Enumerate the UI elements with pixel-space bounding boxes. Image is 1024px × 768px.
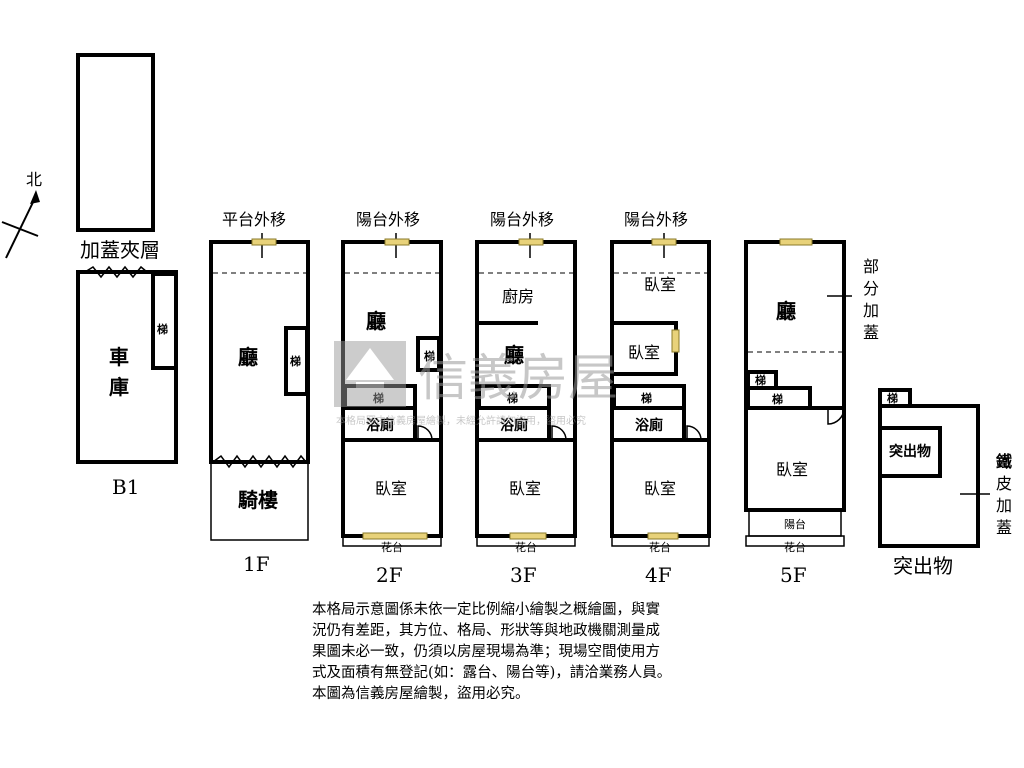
f5-plan: 廳 梯 梯 臥室 陽台 花台 部 分 加 蓋 5F	[744, 238, 879, 587]
roof-plan: 梯 突出物 鐵 皮 加 蓋 突出物	[878, 388, 1012, 578]
note-line-1: 本格局示意圖係未依一定比例縮小繪製之概繪圖，與實	[312, 602, 660, 618]
disclaimer-note: 本格局示意圖係未依一定比例縮小繪製之概繪圖，與實 況仍有差距，其方位、格局、形狀…	[312, 600, 772, 705]
f4-caption: 4F	[645, 563, 672, 587]
mezzanine-label: 加蓋夾層	[80, 238, 160, 262]
f5-bedroom-label: 臥室	[776, 460, 808, 479]
roof-stair-label: 梯	[887, 391, 898, 405]
f2-stair-label-1: 梯	[424, 349, 435, 363]
f5-caption: 5F	[780, 563, 807, 587]
watermark-brand: 信義房屋	[418, 349, 618, 407]
roof-side-2: 皮	[996, 474, 1012, 493]
f3-hall-label: 廳	[504, 343, 524, 367]
f5-flower-label: 花台	[784, 540, 806, 554]
f4-plan: 陽台外移 臥室 臥室 梯 浴廁 臥室 花台 4F	[610, 210, 711, 587]
f4-bedroom-top-label: 臥室	[644, 275, 676, 294]
watermark: 信義房屋 本格局圖由信義房屋繪製，未經允許請勿盜用，盜用必究	[334, 341, 618, 427]
b1-plan: 梯 車 庫 B1	[76, 265, 178, 499]
f5-side-1: 部	[863, 257, 879, 276]
f4-bath-label: 浴廁	[635, 417, 663, 434]
f2-caption: 2F	[376, 563, 403, 587]
north-arrow-icon	[30, 190, 40, 204]
f1-top-label: 平台外移	[222, 210, 286, 229]
note-line-3: 果圖未必一致，仍須以房屋現場為準；現場空間使用方	[312, 644, 660, 660]
f4-stair-label: 梯	[641, 391, 652, 405]
f1-hall-label: 廳	[238, 345, 258, 369]
roof-side-3: 加	[996, 496, 1012, 515]
f2-hall-label: 廳	[366, 309, 386, 333]
f3-top-label: 陽台外移	[490, 210, 554, 229]
f2-top-label: 陽台外移	[356, 210, 420, 229]
f2-bath-label: 浴廁	[366, 417, 394, 434]
f3-plan: 陽台外移 廚房 廳 梯 浴廁 臥室 花台 3F	[475, 210, 577, 587]
f4-bedroom-mid-label: 臥室	[628, 343, 660, 362]
f3-bedroom-label: 臥室	[509, 479, 541, 498]
f1-plan: 平台外移 梯 廳 騎樓 1F	[209, 210, 310, 576]
roof-side-1: 鐵	[996, 452, 1012, 471]
f5-side-4: 蓋	[863, 323, 879, 342]
b1-garage-label-2: 庫	[109, 375, 129, 399]
roof-caption: 突出物	[893, 554, 953, 578]
roof-inner-label: 突出物	[889, 443, 931, 460]
note-line-4: 式及面積有無登記(如：露台、陽台等)，請洽業務人員。	[312, 665, 672, 681]
f4-top-label: 陽台外移	[624, 210, 688, 229]
f5-stair-label-1: 梯	[755, 373, 766, 387]
mezzanine-plan: 加蓋夾層	[76, 53, 160, 262]
compass-label: 北	[26, 170, 42, 189]
roof-side-4: 蓋	[996, 518, 1012, 537]
watermark-line: 本格局圖由信義房屋繪製，未經允許請勿盜用，盜用必究	[336, 414, 586, 427]
f1-stair-label: 梯	[290, 354, 301, 368]
f3-kitchen-label: 廚房	[502, 287, 534, 306]
note-line-2: 況仍有差距，其方位、格局、形狀等與地政機關測量成	[312, 623, 660, 639]
f3-flower-label: 花台	[515, 540, 537, 554]
f4-flower-label: 花台	[649, 540, 671, 554]
f5-side-3: 加	[863, 301, 879, 320]
f3-stair-label: 梯	[507, 391, 518, 405]
f1-caption: 1F	[243, 552, 270, 576]
f5-side-2: 分	[863, 279, 879, 298]
f5-balcony-label: 陽台	[784, 517, 806, 531]
house-logo-icon	[334, 341, 406, 407]
f5-stair-label-2: 梯	[772, 392, 783, 406]
b1-caption: B1	[112, 475, 139, 499]
f3-bath-label: 浴廁	[500, 417, 528, 434]
note-line-5: 本圖為信義房屋繪製，盜用必究。	[312, 686, 530, 702]
f1-arcade-label: 騎樓	[238, 488, 278, 512]
f3-caption: 3F	[510, 563, 537, 587]
b1-garage-label-1: 車	[109, 345, 129, 369]
f2-bedroom-label: 臥室	[375, 479, 407, 498]
b1-stair-label: 梯	[157, 322, 168, 336]
f4-bedroom-label: 臥室	[644, 479, 676, 498]
f5-hall-label: 廳	[776, 299, 796, 323]
compass: 北	[1, 170, 42, 259]
f2-flower-label: 花台	[381, 540, 403, 554]
